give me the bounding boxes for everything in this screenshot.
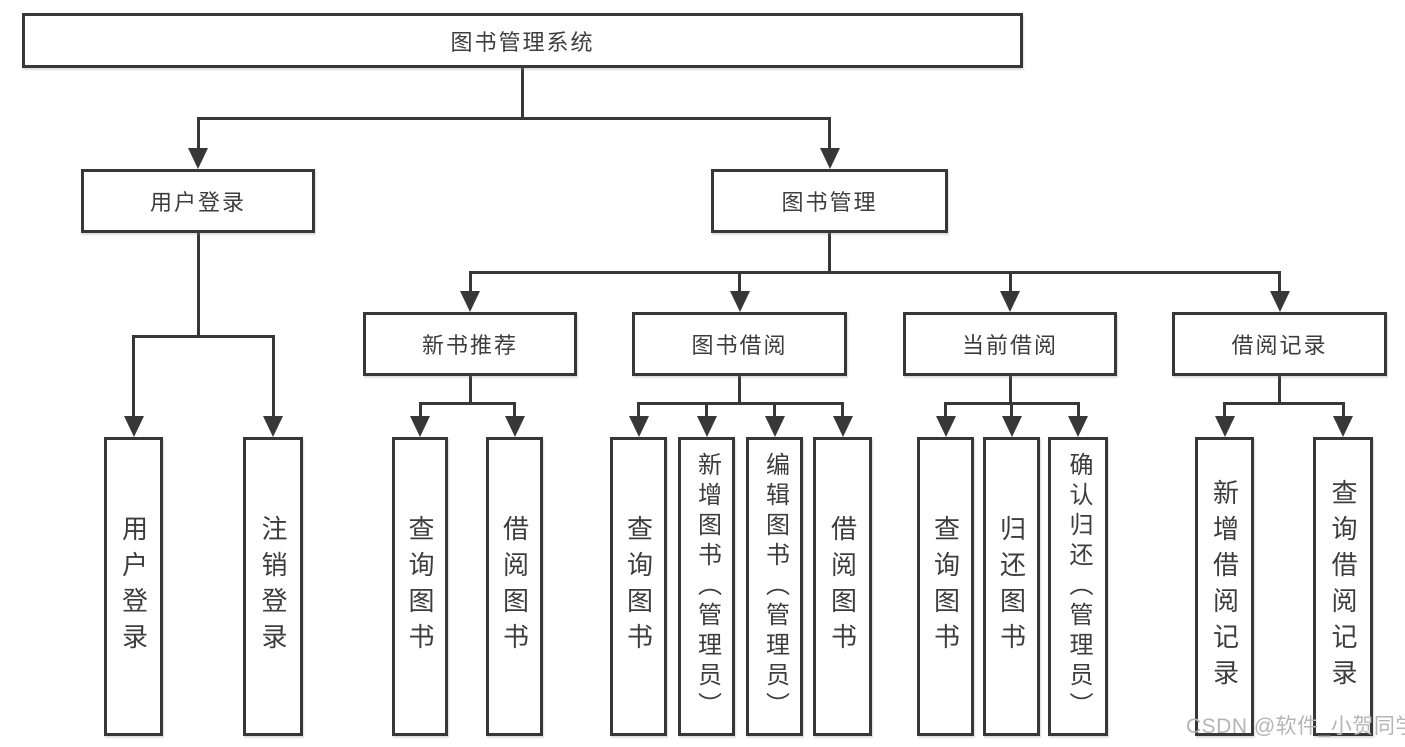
node-nbr-borrow: 借阅图书 bbox=[486, 437, 543, 736]
connector-line bbox=[468, 375, 472, 405]
csdn-watermark: CSDN @软件_小贺同学 bbox=[1186, 715, 1405, 738]
arrowhead-down-icon bbox=[832, 416, 853, 437]
node-nbr-query: 查询图书 bbox=[392, 437, 448, 736]
connector-line bbox=[418, 401, 516, 405]
arrowhead-down-icon bbox=[263, 416, 283, 437]
arrowhead-down-icon bbox=[1001, 416, 1022, 437]
connector-line bbox=[468, 270, 472, 293]
node-label: 用户登录 bbox=[118, 514, 149, 659]
connector-line bbox=[271, 334, 275, 418]
connector-line bbox=[944, 401, 947, 418]
node-label: 查询图书 bbox=[930, 514, 961, 659]
arrowhead-down-icon bbox=[1333, 416, 1353, 437]
node-label: 新书推荐 bbox=[421, 333, 518, 358]
node-label: 当前借阅 bbox=[961, 333, 1058, 358]
node-bb-add: 新增图书（管理员） bbox=[678, 437, 735, 736]
connector-line bbox=[637, 401, 844, 405]
node-label: 图书管理 bbox=[781, 190, 878, 215]
node-label: 查询图书 bbox=[405, 514, 435, 659]
connector-line bbox=[637, 401, 640, 418]
connector-line bbox=[828, 116, 831, 150]
connector-line bbox=[418, 401, 422, 418]
connector-line bbox=[132, 334, 135, 418]
connector-line bbox=[841, 401, 844, 418]
connector-line bbox=[1223, 401, 1226, 418]
arrowhead-down-icon bbox=[819, 148, 840, 169]
node-current-borrow: 当前借阅 bbox=[903, 312, 1117, 376]
node-label: 查询借阅记录 bbox=[1328, 478, 1358, 695]
arrowhead-down-icon bbox=[410, 416, 430, 437]
arrowhead-down-icon bbox=[729, 291, 750, 312]
connector-line bbox=[1278, 270, 1281, 293]
node-label: 编辑图书（管理员） bbox=[761, 451, 789, 722]
arrowhead-down-icon bbox=[696, 416, 717, 437]
node-label: 借阅记录 bbox=[1231, 333, 1328, 358]
node-borrow-records: 借阅记录 bbox=[1172, 312, 1387, 376]
connector-line bbox=[1010, 401, 1013, 418]
node-cb-query: 查询图书 bbox=[917, 437, 974, 736]
arrowhead-down-icon bbox=[1269, 291, 1290, 312]
node-book-borrow: 图书借阅 bbox=[632, 312, 847, 376]
node-label: 图书借阅 bbox=[691, 333, 788, 358]
arrowhead-down-icon bbox=[935, 416, 956, 437]
arrowhead-down-icon bbox=[1000, 291, 1020, 312]
node-label: 注销登录 bbox=[258, 514, 288, 659]
arrowhead-down-icon bbox=[504, 416, 525, 437]
arrowhead-down-icon bbox=[764, 416, 785, 437]
node-label: 确认归还（管理员） bbox=[1065, 451, 1092, 722]
connector-line bbox=[738, 270, 741, 293]
node-label: 新增借阅记录 bbox=[1209, 478, 1240, 695]
arrowhead-down-icon bbox=[1214, 416, 1235, 437]
node-label: 借阅图书 bbox=[499, 514, 530, 659]
connector-line bbox=[468, 270, 1281, 274]
connector-line bbox=[196, 232, 200, 338]
node-br-add: 新增借阅记录 bbox=[1195, 437, 1254, 736]
connector-line bbox=[1223, 401, 1345, 405]
connector-line bbox=[1278, 375, 1281, 405]
connector-line bbox=[1008, 375, 1012, 405]
node-cb-return: 归还图书 bbox=[983, 437, 1040, 736]
connector-line bbox=[1076, 401, 1080, 418]
connector-line bbox=[828, 232, 831, 274]
node-user-login-group: 用户登录 bbox=[81, 169, 315, 233]
connector-line bbox=[196, 116, 831, 120]
arrowhead-down-icon bbox=[460, 291, 480, 312]
node-cb-confirm: 确认归还（管理员） bbox=[1048, 437, 1108, 736]
node-label: 归还图书 bbox=[996, 514, 1027, 659]
connector-line bbox=[521, 67, 524, 120]
connector-line bbox=[705, 401, 708, 418]
node-user-login: 用户登录 bbox=[104, 437, 163, 736]
node-logout: 注销登录 bbox=[243, 437, 303, 736]
node-label: 查询图书 bbox=[623, 514, 654, 659]
node-label: 新增图书（管理员） bbox=[693, 451, 721, 722]
node-new-book-rec: 新书推荐 bbox=[363, 312, 577, 376]
connector-line bbox=[773, 401, 776, 418]
node-root: 图书管理系统 bbox=[22, 13, 1023, 68]
connector-line bbox=[1341, 401, 1345, 418]
node-bb-borrow: 借阅图书 bbox=[813, 437, 872, 736]
connector-line bbox=[196, 116, 200, 150]
node-bb-edit: 编辑图书（管理员） bbox=[746, 437, 803, 736]
arrowhead-down-icon bbox=[628, 416, 649, 437]
node-label: 图书管理系统 bbox=[450, 29, 595, 55]
arrowhead-down-icon bbox=[188, 148, 208, 169]
connector-line bbox=[513, 401, 516, 418]
node-br-query: 查询借阅记录 bbox=[1313, 437, 1373, 736]
arrowhead-down-icon bbox=[123, 416, 144, 437]
arrowhead-down-icon bbox=[1068, 416, 1088, 437]
connector-line bbox=[738, 375, 741, 405]
node-bb-query: 查询图书 bbox=[610, 437, 667, 736]
node-label: 用户登录 bbox=[149, 190, 246, 215]
node-book-mgmt: 图书管理 bbox=[711, 169, 948, 233]
node-label: 借阅图书 bbox=[827, 514, 858, 659]
connector-line bbox=[132, 334, 275, 338]
connector-line bbox=[1008, 270, 1012, 293]
